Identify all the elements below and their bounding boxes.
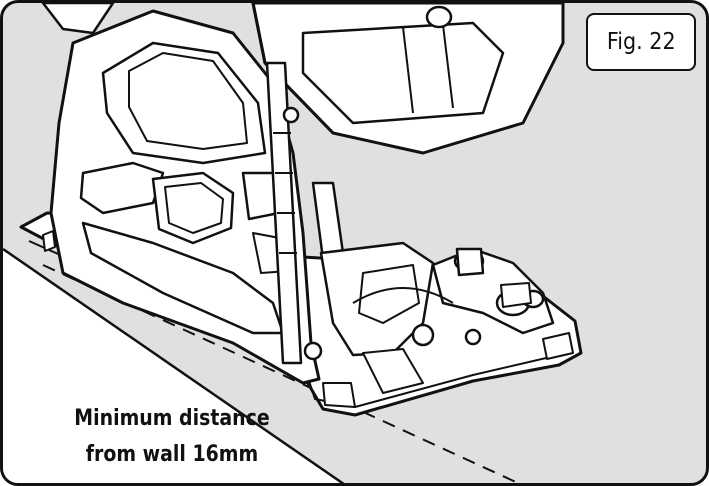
rear-mechanism [311, 181, 555, 394]
saw-body [41, 3, 565, 385]
wall-edge-line [3, 247, 345, 483]
caption-line-1: Minimum distance [74, 406, 270, 431]
caption-line-2: from wall 16mm [85, 442, 259, 467]
caption: Minimum distance from wall 16mm [29, 401, 315, 473]
plunge-saw-illustration [3, 3, 583, 483]
figure-label: Fig. 22 [606, 29, 676, 55]
figure-label-box: Fig. 22 [586, 13, 696, 71]
